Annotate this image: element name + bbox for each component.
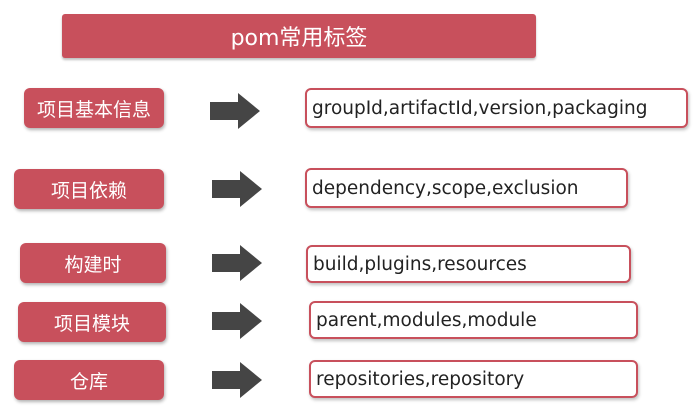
- row-label-build: 构建时: [20, 243, 166, 283]
- row-value-repository: repositories,repository: [309, 360, 638, 398]
- row-value-modules: parent,modules,module: [309, 301, 638, 339]
- right-arrow-icon: [212, 171, 262, 207]
- row-label-modules: 项目模块: [18, 302, 166, 342]
- right-arrow-icon: [212, 245, 262, 281]
- row-value-build: build,plugins,resources: [306, 245, 631, 283]
- row-value-dependency: dependency,scope,exclusion: [305, 168, 628, 208]
- row-label-dependency: 项目依赖: [14, 169, 164, 209]
- right-arrow-icon: [212, 303, 262, 339]
- row-value-basic-info: groupId,artifactId,version,packaging: [305, 88, 688, 128]
- row-label-basic-info: 项目基本信息: [24, 88, 164, 128]
- diagram-title: pom常用标签: [62, 14, 536, 58]
- right-arrow-icon: [210, 93, 260, 129]
- row-label-repository: 仓库: [14, 360, 164, 400]
- right-arrow-icon: [212, 362, 262, 398]
